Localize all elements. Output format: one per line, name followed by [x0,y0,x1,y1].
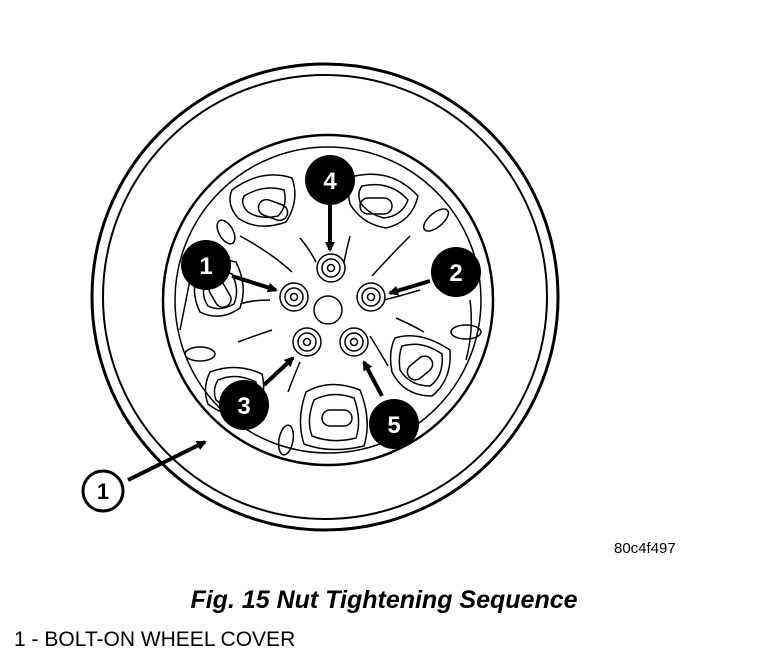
part-callout-1: 1 [81,469,125,513]
sequence-badge-3: 3 [219,380,269,430]
legend-number: 1 [14,628,26,651]
legend-item: 1 - BOLT-ON WHEEL COVER [14,628,295,652]
sequence-badge-3-label: 3 [237,393,250,420]
legend-text: BOLT-ON WHEEL COVER [44,628,296,651]
lug-nut-lower-left [292,327,322,357]
sequence-badge-4-label: 4 [323,168,337,195]
figure-caption: Fig. 15 Nut Tightening Sequence [190,586,578,614]
lug-nut-left [279,282,309,312]
tire [90,62,560,532]
wheel-cover-spokes [179,163,482,456]
sequence-badge-2-label: 2 [449,260,462,287]
sequence-badge-5-label: 5 [387,412,400,439]
legend-separator: - [25,628,45,651]
figure-code: 80c4f497 [614,540,676,557]
lug-nut-right [356,282,386,312]
lug-nut-lower-right [339,327,369,357]
part-callout-1-label: 1 [97,479,109,504]
sequence-badge-2: 2 [431,247,481,297]
sequence-badge-5: 5 [369,399,419,449]
hub [313,295,343,325]
sequence-arrows [127,205,431,482]
wheel-diagram: 1 4 2 3 5 1 [81,62,560,532]
lug-nut-top [316,253,346,283]
sequence-badge-1: 1 [181,240,231,290]
sequence-badge-1-label: 1 [199,253,212,280]
sequence-badge-4: 4 [305,155,355,205]
